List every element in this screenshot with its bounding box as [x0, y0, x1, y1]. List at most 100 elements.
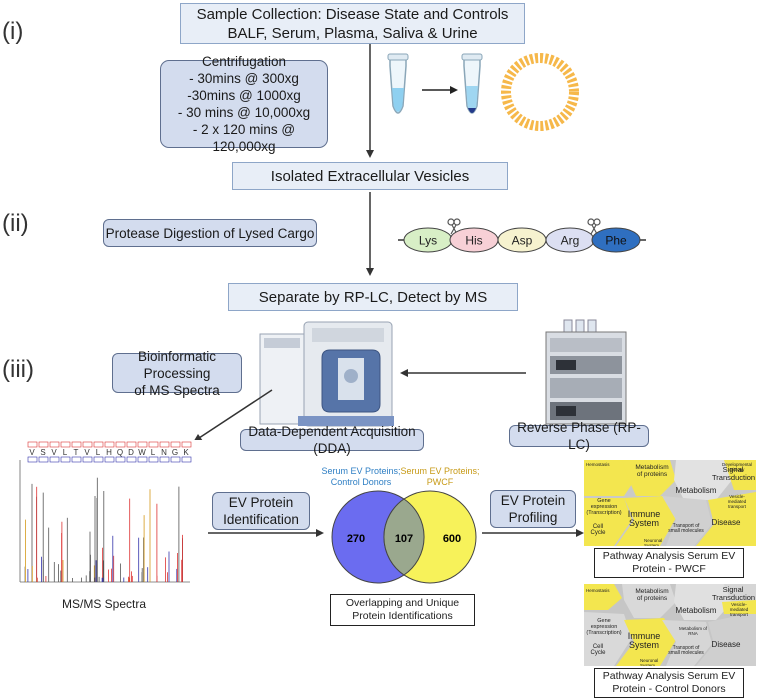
amino-acid-lys: Lys [419, 234, 437, 248]
venn-caption-line1: Overlapping and Unique [345, 597, 460, 609]
peptide-letter: W [138, 448, 146, 457]
sample-collection-box: Sample Collection: Disease State and Con… [180, 3, 525, 44]
venn-left-count: 270 [347, 533, 365, 545]
amino-acid-asp: Asp [512, 234, 533, 248]
peptide-letter: H [106, 448, 112, 457]
pathway-pwcf-cell-8: Developmental Biology [721, 462, 753, 472]
arrow-right-icon [422, 86, 458, 94]
venn-right-label-1: Serum EV Proteins; [400, 466, 479, 476]
b-ion-box [126, 456, 137, 463]
y-ion-box [126, 441, 137, 448]
centrifugation-step-4: - 2 x 120 mins @ 120,000xg [192, 122, 296, 154]
b-ion-box [93, 456, 104, 463]
isolated-ev-box: Isolated Extracellular Vesicles [232, 162, 508, 190]
b-ion-box [49, 456, 60, 463]
pathway-control-cell-2: Metabolism [675, 606, 717, 615]
bioinformatic-line2: of MS Spectra [134, 382, 220, 398]
pathway-map-pwcf-graphic [584, 460, 756, 546]
pathway-map-pwcf: Metabolism of proteins Gene expression (… [584, 460, 756, 546]
pathway-control-cell-9: Metabolism of RNA [678, 626, 707, 636]
bioinformatic-line1: Bioinformatic Processing [137, 348, 217, 381]
peptide-letter: V [51, 448, 57, 457]
dda-box: Data-Dependent Acquisition (DDA) [240, 424, 424, 456]
peptide-letter: Q [117, 448, 123, 457]
ev-profiling-box: EV Protein Profiling [490, 490, 576, 528]
pathway-control-cell-4: Immune System [627, 631, 661, 650]
b-ion-box [159, 456, 170, 463]
venn-overlap-count: 107 [395, 533, 413, 545]
pathway-pwcf-caption-2: Protein - PWCF [632, 563, 706, 575]
pathway-pwcf-cell-10: Hemostasis [586, 462, 610, 467]
amino-acid-phe: Phe [605, 234, 627, 248]
b-ion-box [170, 456, 181, 463]
ev-profiling-line2: Profiling [508, 510, 558, 525]
ev-identification-line2: Identification [223, 512, 299, 527]
peptide-letter: S [40, 448, 45, 457]
pathway-pwcf-cell-11: Neuronal System [644, 538, 663, 546]
spectrum-peaks [24, 477, 183, 582]
pathway-control-cell-5: Cell Cycle [590, 644, 606, 656]
b-ion-box [60, 456, 71, 463]
centrifugation-step-3: - 30 mins @ 10,000xg [177, 105, 311, 120]
centrifugation-step-1: - 30mins @ 300xg [189, 71, 299, 86]
lc-instrument-icon [545, 319, 627, 425]
pathway-pwcf-cell-9: Vesicle-mediated transport [727, 494, 747, 509]
amino-acid-arg: Arg [561, 234, 580, 248]
b-ion-box [148, 456, 159, 463]
peptide-letter: L [63, 448, 68, 457]
b-ion-box [71, 456, 82, 463]
peptide-letter: N [161, 448, 167, 457]
y-ion-box [82, 441, 93, 448]
step-iii-label: (iii) [2, 356, 34, 383]
y-ion-box [49, 441, 60, 448]
reverse-phase-label: Reverse Phase (RP-LC) [517, 420, 641, 452]
b-ion-box [38, 456, 49, 463]
ev-identification-box: EV Protein Identification [212, 492, 310, 530]
venn-left-label-1: Serum EV Proteins; [321, 466, 400, 476]
b-ion-box [82, 456, 93, 463]
separate-detect-label: Separate by RP-LC, Detect by MS [258, 288, 488, 306]
pathway-pwcf-cell-1: Gene expression (Transcription) [586, 498, 622, 516]
b-ion-box [115, 456, 126, 463]
peptide-letter: D [128, 448, 134, 457]
centrifugation-title: Centrifugation [201, 54, 287, 69]
amino-acid-chain: Lys His Asp Arg Phe [398, 218, 646, 253]
centrifuge-tubes-illustration [387, 53, 579, 131]
pathway-control-cell-8: Hemostasis [586, 588, 610, 593]
ev-identification-line1: EV Protein [228, 495, 294, 510]
y-ion-box [137, 441, 148, 448]
venn-right-label-2: PWCF [427, 477, 454, 487]
lc-to-ms-arrow [400, 369, 526, 377]
peptide-letter: V [29, 448, 35, 457]
y-ion-box [170, 441, 181, 448]
venn-overlap-region [383, 498, 425, 576]
pathway-pwcf-cell-3: Signal Transduction [712, 465, 756, 482]
peptide-letter: K [183, 448, 189, 457]
tube-after-icon [461, 53, 483, 114]
y-ion-box [115, 441, 126, 448]
y-ion-box [60, 441, 71, 448]
pathway-pwcf-cell-0: Metabolism of proteins [635, 464, 669, 478]
pathway-control-cell-3: Signal Transduction [712, 585, 756, 602]
y-ion-box [104, 441, 115, 448]
peptide-letter: L [96, 448, 101, 457]
peptide-letter: L [151, 448, 156, 457]
pathway-pwcf-cell-2: Metabolism [675, 486, 717, 495]
b-ion-box [181, 456, 192, 463]
pathway-pwcf-cell-5: Cell Cycle [590, 524, 606, 536]
dda-label: Data-Dependent Acquisition (DDA) [248, 424, 416, 456]
diagonal-arrow [192, 389, 273, 444]
sample-collection-line1: Sample Collection: Disease State and Con… [196, 5, 509, 23]
pathway-control-cell-10: Vesicle-mediated transport [729, 602, 749, 617]
protease-digestion-label: Protease Digestion of Lysed Cargo [105, 225, 315, 241]
main-flow-arrows [366, 44, 374, 276]
pathway-pwcf-cell-6: Transport of small molecules [668, 523, 704, 534]
profiling-arrow [482, 529, 584, 537]
b-ion-box [137, 456, 148, 463]
peptide-letter: V [84, 448, 90, 457]
y-ion-box [181, 441, 192, 448]
extracellular-vesicle-icon [501, 53, 579, 131]
isolated-ev-label: Isolated Extracellular Vesicles [270, 167, 470, 185]
step-i-label: (i) [2, 18, 24, 45]
